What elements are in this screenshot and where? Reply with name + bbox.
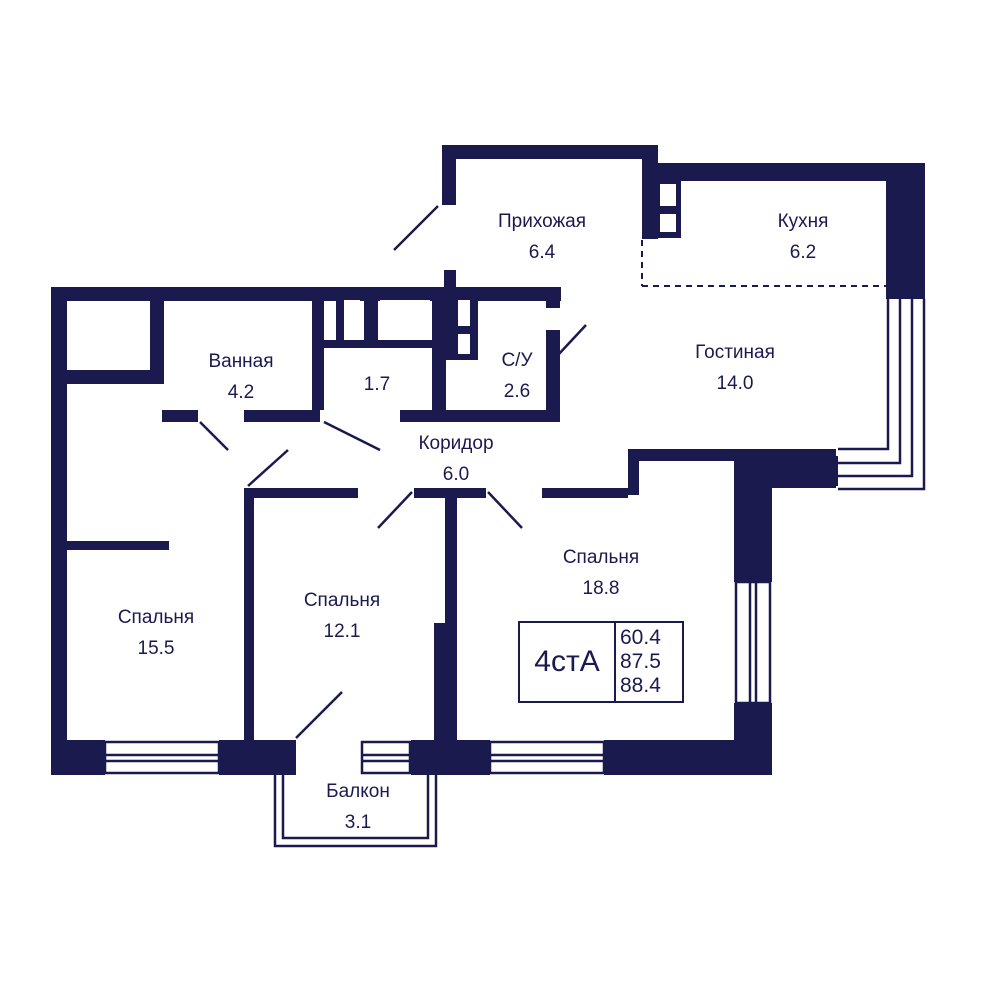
- wall: [434, 623, 450, 740]
- room-name: Балкон: [326, 781, 390, 802]
- room-bathroom: Ванная 4.2: [208, 351, 273, 404]
- wall: [312, 287, 324, 410]
- area-total-with-balcony: 88.4: [620, 674, 661, 697]
- room-area: 6.0: [442, 464, 470, 485]
- room-name: Спальня: [303, 590, 381, 611]
- wall: [604, 740, 772, 775]
- wall: [219, 740, 296, 775]
- room-area: 4.2: [227, 382, 255, 403]
- wall: [162, 410, 198, 422]
- wall: [442, 145, 658, 159]
- room-name: Гостиная: [695, 342, 775, 363]
- window: [734, 580, 772, 705]
- area-living: 60.4: [620, 626, 661, 649]
- door-swing: [295, 691, 343, 739]
- room-name: Коридор: [418, 433, 494, 454]
- door-swing: [557, 324, 587, 356]
- window: [838, 299, 926, 491]
- apartment-code: 4стА: [520, 623, 616, 701]
- door-swing: [247, 449, 289, 487]
- wall: [51, 740, 105, 775]
- wall: [444, 270, 456, 360]
- wall: [244, 410, 320, 422]
- area-total: 87.5: [620, 650, 661, 673]
- balcony-door: [360, 740, 412, 775]
- door-swing: [323, 420, 381, 452]
- room-area: 14.0: [716, 373, 754, 394]
- room-area: 12.1: [323, 621, 361, 642]
- wall: [442, 145, 456, 205]
- wall: [642, 163, 925, 181]
- wall: [440, 740, 490, 775]
- room-living: Гостиная 14.0: [695, 342, 775, 395]
- room-hallway: Прихожая 6.4: [498, 211, 586, 264]
- wall: [244, 488, 254, 740]
- room-kitchen: Кухня 6.2: [778, 211, 829, 264]
- wall: [411, 740, 441, 775]
- shaft: [458, 334, 470, 354]
- room-toilet: С/У 2.6: [501, 350, 532, 403]
- door-swing: [487, 491, 523, 529]
- shaft: [380, 300, 430, 336]
- wall: [886, 163, 925, 299]
- door-swing: [393, 205, 439, 251]
- wall: [628, 449, 639, 495]
- wall: [51, 370, 163, 384]
- apartment-badge: 4стА 60.4 87.5 88.4: [518, 621, 684, 703]
- room-name: Прихожая: [497, 211, 587, 232]
- wall: [150, 287, 164, 384]
- room-area: 15.5: [137, 638, 175, 659]
- room-name: Спальня: [117, 607, 195, 628]
- room-name: Спальня: [562, 547, 640, 568]
- wall: [364, 296, 378, 344]
- room-name: Ванная: [208, 351, 274, 372]
- room-area: 3.1: [344, 812, 372, 833]
- room-area: 2.6: [503, 381, 531, 402]
- room-bedroom-left: Спальня 15.5: [118, 607, 194, 660]
- room-name: С/У: [501, 350, 533, 371]
- shaft: [660, 184, 676, 206]
- wall: [546, 296, 560, 308]
- room-storage: 1.7: [364, 374, 390, 396]
- room-bedroom-mid: Спальня 12.1: [304, 590, 380, 643]
- wall: [546, 330, 560, 422]
- wall: [432, 296, 446, 414]
- door-swing: [377, 491, 413, 529]
- wall: [324, 340, 444, 348]
- wall: [51, 287, 67, 774]
- window: [103, 740, 221, 775]
- shaft: [660, 214, 676, 232]
- wall: [51, 287, 561, 301]
- room-name: Кухня: [777, 211, 829, 232]
- balcony-outline: [273, 775, 438, 848]
- wall: [67, 541, 169, 550]
- room-area: 6.4: [528, 242, 556, 263]
- wall: [542, 488, 628, 498]
- wall: [400, 410, 546, 422]
- window: [488, 740, 606, 775]
- room-area: 18.8: [582, 578, 620, 599]
- room-corridor: Коридор 6.0: [418, 433, 493, 486]
- apartment-areas: 60.4 87.5 88.4: [620, 626, 661, 698]
- wall: [244, 488, 358, 498]
- room-area: 1.7: [363, 374, 391, 395]
- door-swing: [199, 421, 229, 451]
- shaft: [344, 300, 360, 336]
- room-area: 6.2: [789, 242, 817, 263]
- wall: [734, 456, 772, 582]
- room-bedroom-big: Спальня 18.8: [563, 547, 639, 600]
- shaft: [458, 300, 470, 326]
- wall: [336, 296, 344, 344]
- room-balcony: Балкон 3.1: [326, 781, 390, 834]
